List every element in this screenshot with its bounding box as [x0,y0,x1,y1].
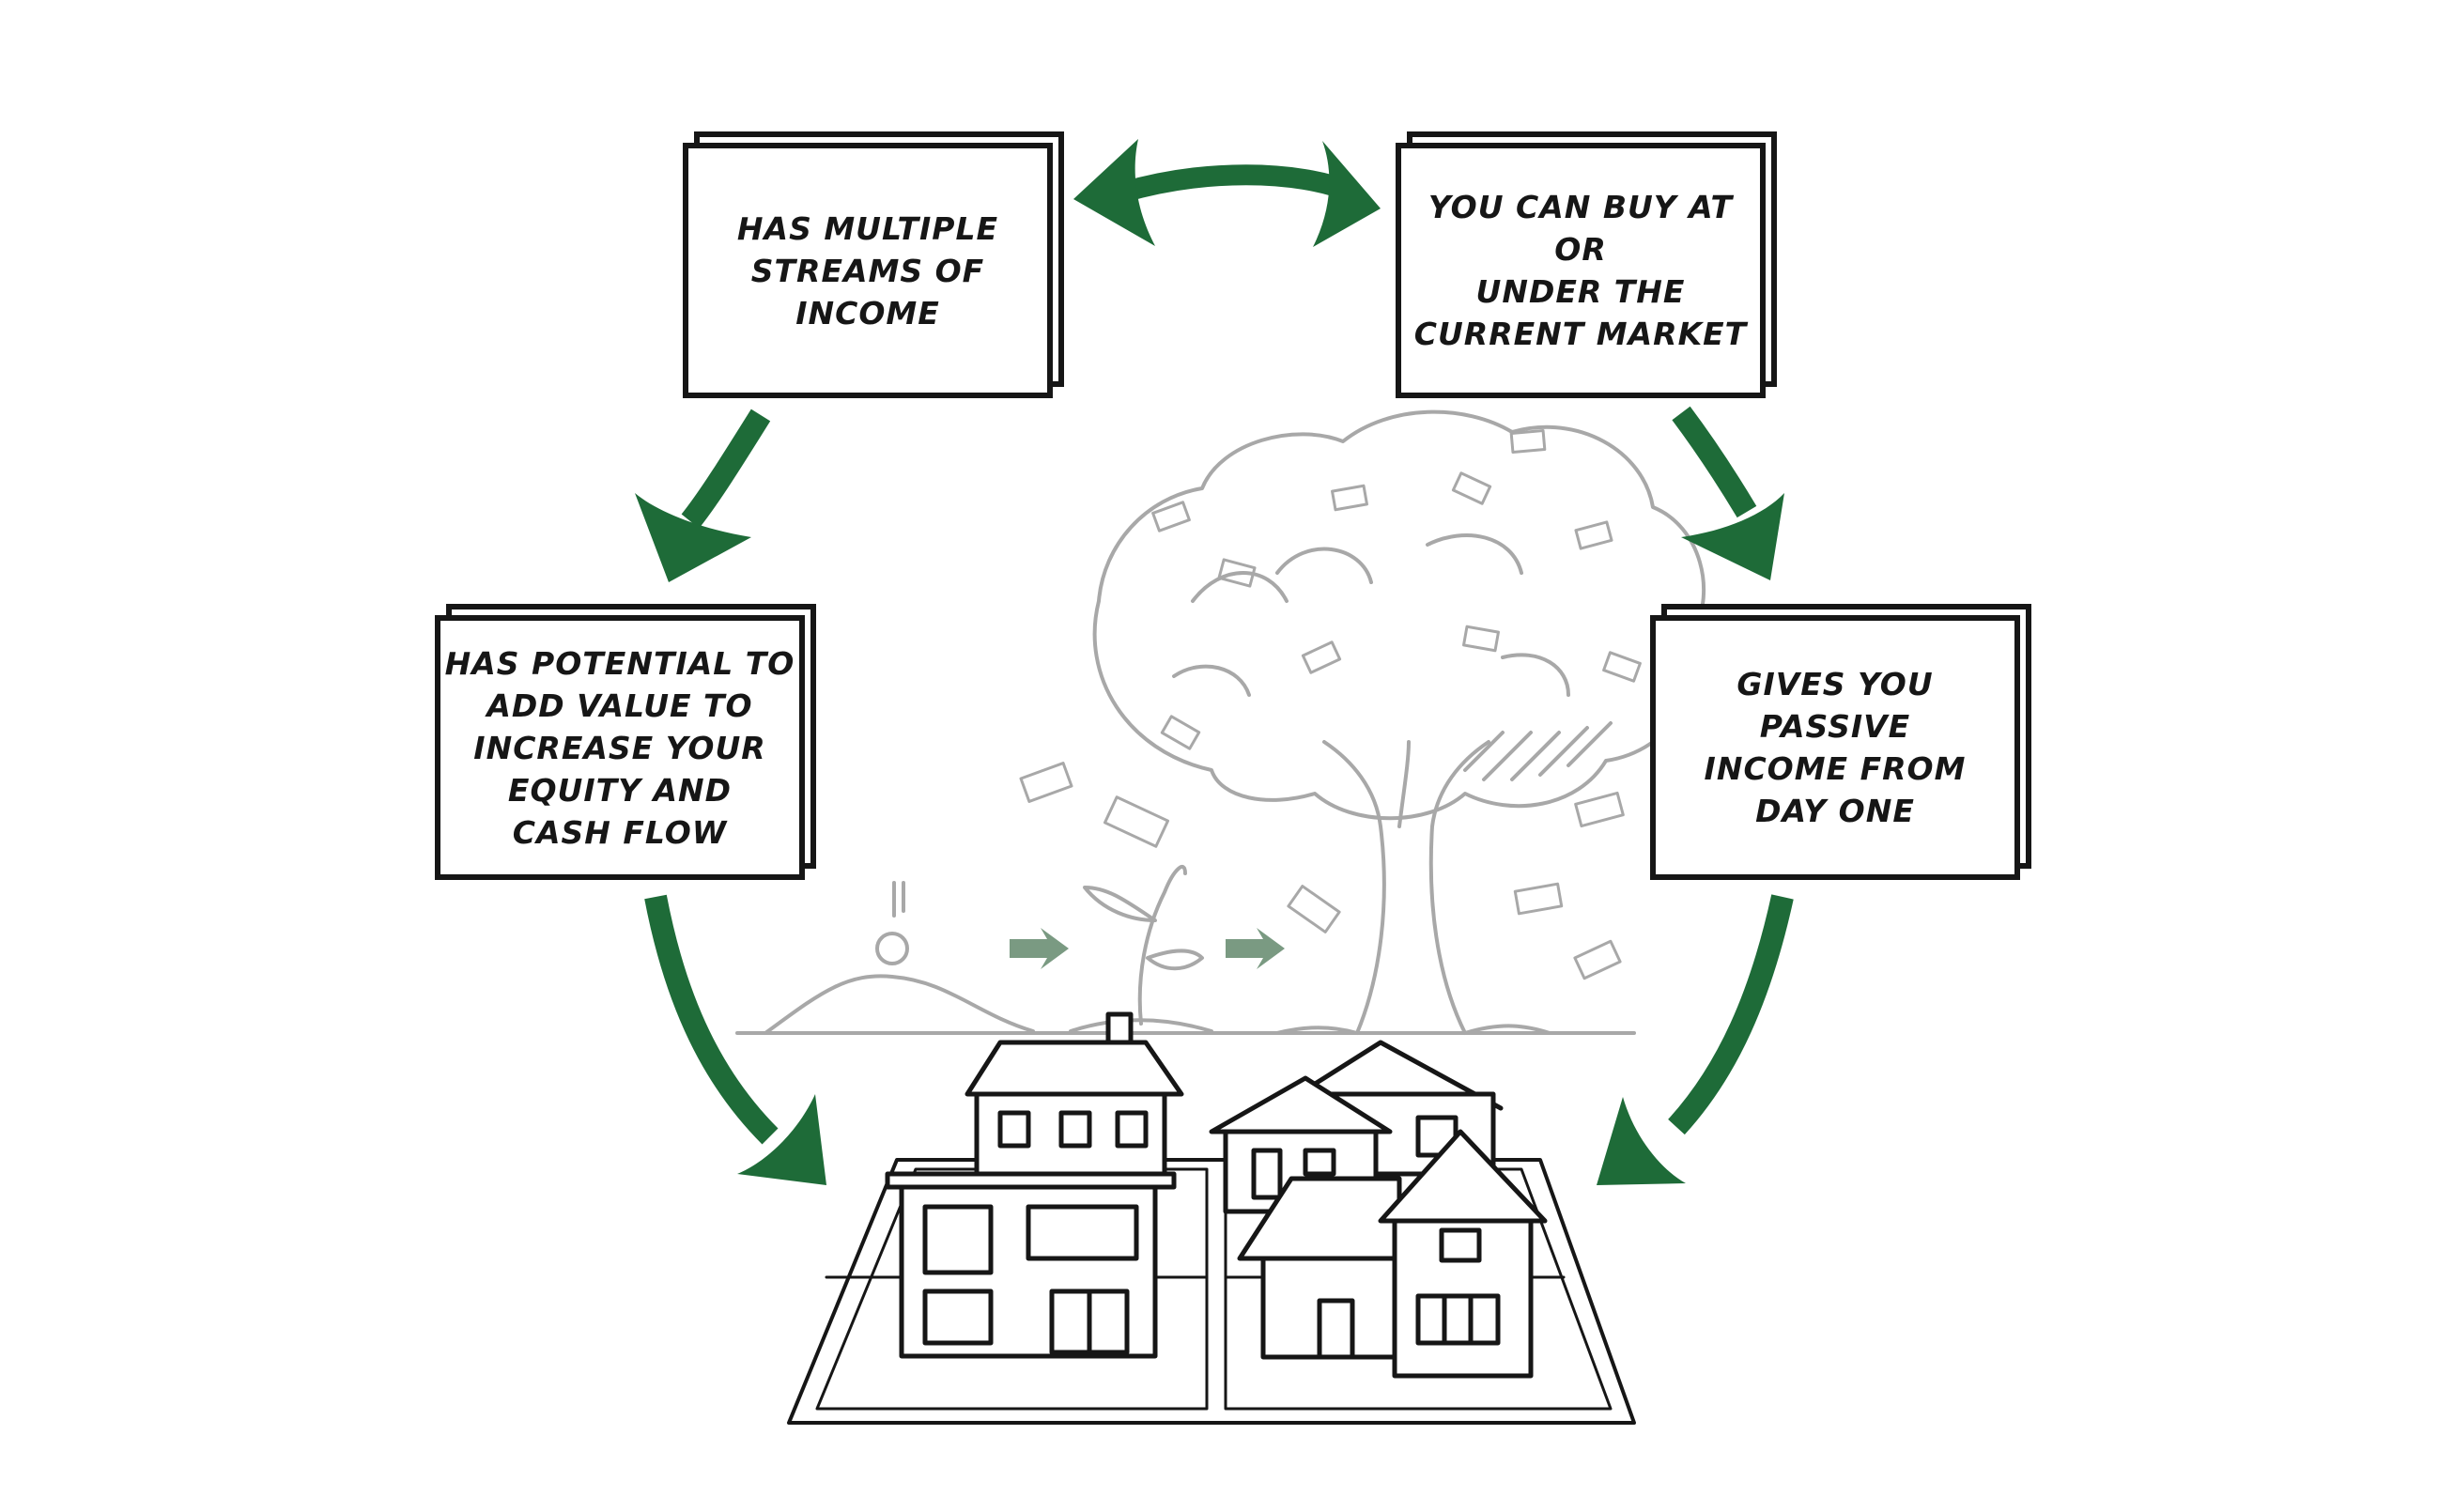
arrow-icon [635,409,771,582]
double-arrow-icon [1073,139,1381,247]
growth-arrows [1010,928,1285,969]
money-bills [1151,429,1642,750]
benefit-box-passive-income: Gives you passive income from day one [1650,615,2020,880]
arrow-icon [644,894,826,1185]
benefit-text: You can buy at or under the current mark… [1413,189,1748,352]
cycle-arrows [635,139,1794,1185]
house-large [885,1011,1184,1359]
arrow-icon [1672,406,1784,580]
benefit-text: Has multiple streams of income [736,209,999,332]
benefit-text: Gives you passive income from day one [1704,666,1967,829]
tree-trunk [1322,740,1490,1035]
falling-bills [1019,762,1625,980]
benefit-box-buy-under-market: You can buy at or under the current mark… [1396,143,1766,398]
benefit-text: Has potential to add value to increase y… [444,644,795,851]
benefit-box-add-value: Has potential to add value to increase y… [435,615,805,880]
hill [764,974,1035,1035]
sprout-icon [1083,865,1204,1026]
benefit-box-multiple-streams: Has multiple streams of income [683,143,1053,398]
seed-icon [875,932,909,965]
tree-canopy [1092,409,1705,821]
arrow-icon [1597,894,1794,1185]
growth-arrow-icon [1226,928,1285,969]
house-front [1237,1129,1548,1379]
money-tree-illustration [735,409,1705,1035]
houses-illustration [787,1011,1636,1425]
growth-arrow-icon [1010,928,1069,969]
